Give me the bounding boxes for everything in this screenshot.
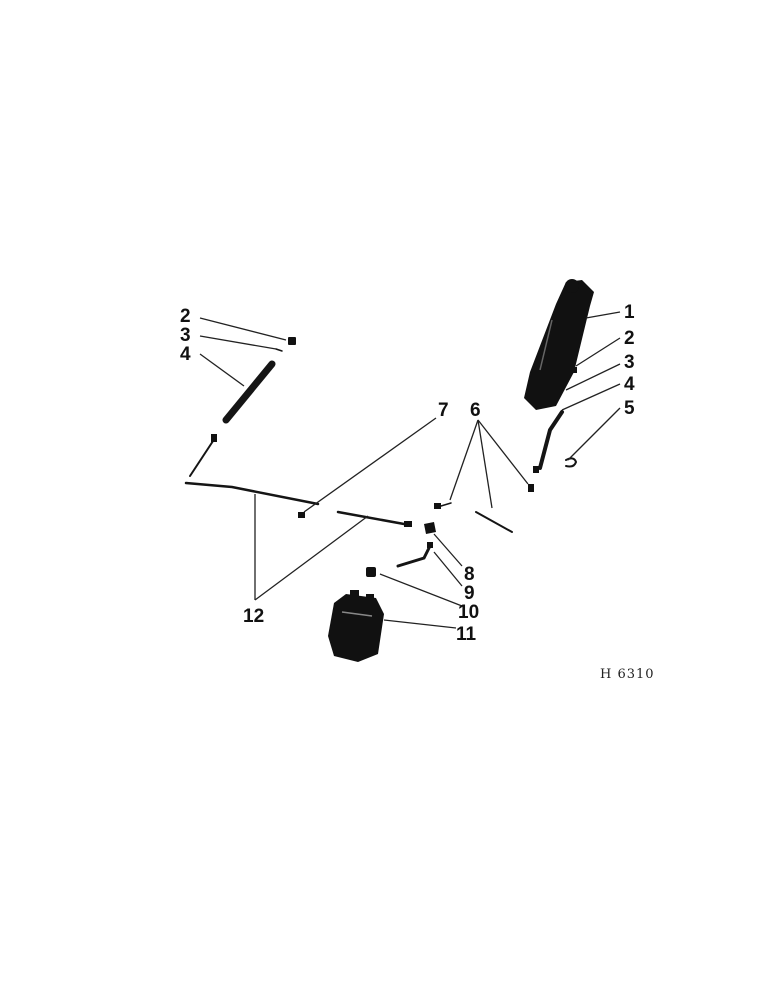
tube-assembly-12 (184, 481, 412, 527)
callout-left-2: 2 (180, 306, 191, 327)
right-fitting-2 (571, 367, 577, 373)
left-hose-4 (222, 360, 276, 424)
callout-6: 6 (470, 400, 481, 421)
right-clip-5 (565, 457, 578, 468)
callout-labels: 2 3 4 1 2 3 4 5 7 6 8 9 10 11 12 (180, 302, 635, 645)
callout-right-2: 2 (624, 328, 635, 349)
callout-12: 12 (243, 606, 264, 627)
callout-left-4: 4 (180, 344, 191, 365)
callout-left-3: 3 (180, 325, 191, 346)
left-hose-end (189, 434, 217, 477)
callout-right-3: 3 (624, 352, 635, 373)
fitting-10 (366, 567, 376, 577)
callout-8: 8 (464, 564, 475, 585)
control-valve-11 (328, 590, 384, 662)
right-hose-4 (533, 410, 564, 473)
callout-7: 7 (438, 400, 449, 421)
callout-10: 10 (458, 602, 479, 623)
figure-id-label: H 6310 (600, 667, 655, 682)
leader-lines (199, 311, 621, 629)
left-fitting-2 (288, 337, 296, 345)
tee-fitting-8 (424, 522, 436, 534)
left-seal-3 (275, 348, 283, 352)
callout-right-1: 1 (624, 302, 635, 323)
callout-right-4: 4 (624, 374, 635, 395)
tube-9 (396, 542, 433, 568)
fittings-6 (434, 484, 534, 533)
callout-11: 11 (456, 624, 477, 645)
hydraulic-cylinder-1 (524, 279, 594, 410)
callout-9: 9 (464, 583, 475, 604)
callout-right-5: 5 (624, 398, 635, 419)
